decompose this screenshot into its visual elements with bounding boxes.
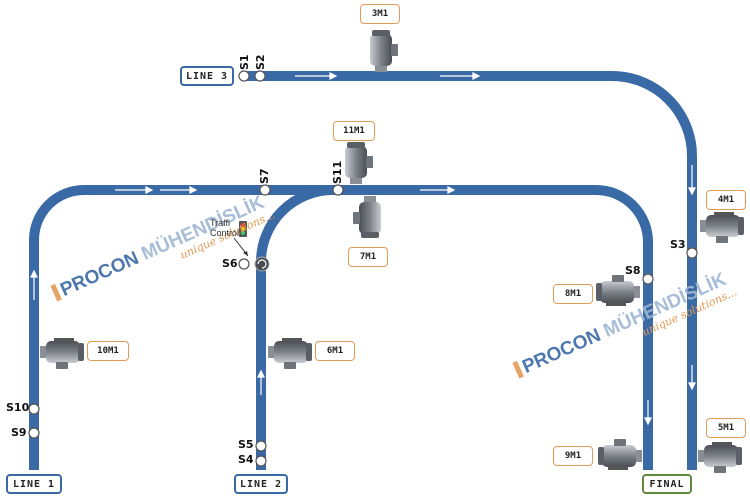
sensor-s6-icon[interactable] bbox=[238, 258, 250, 270]
sensor-s10-label: S10 bbox=[6, 401, 30, 414]
motor-icons bbox=[40, 30, 744, 473]
traffic-control-label: Traffi Control bbox=[210, 218, 239, 238]
sensor-s11-label: S11 bbox=[331, 160, 344, 184]
sensor-s7-label: S7 bbox=[258, 168, 271, 184]
motor-11m1-label[interactable]: 11M1 bbox=[333, 121, 375, 141]
line2-conveyor bbox=[256, 185, 334, 470]
arrow-icon bbox=[440, 72, 481, 80]
motor-7m1-icon bbox=[353, 196, 381, 238]
sensor-s4-icon[interactable] bbox=[255, 455, 267, 467]
sensor-s5-icon[interactable] bbox=[255, 440, 267, 452]
sensor-s6-label: S6 bbox=[222, 257, 238, 270]
sensor-s2-label: S2 bbox=[254, 54, 267, 70]
motor-5m1-label[interactable]: 5M1 bbox=[706, 418, 746, 438]
sensor-s8-icon[interactable] bbox=[642, 273, 654, 285]
arrow-icon bbox=[644, 400, 652, 426]
arrow-icon bbox=[115, 186, 154, 194]
line2-label[interactable]: LINE 2 bbox=[234, 474, 288, 494]
motor-9m1-icon bbox=[598, 439, 642, 470]
sensor-s3-label: S3 bbox=[670, 238, 686, 251]
sensors bbox=[28, 70, 698, 467]
sensor-s1-icon[interactable] bbox=[238, 70, 250, 82]
motor-6m1-icon bbox=[268, 338, 312, 369]
sensor-s10-icon[interactable] bbox=[28, 403, 40, 415]
motor-4m1-label[interactable]: 4M1 bbox=[706, 190, 746, 210]
arrow-icon bbox=[420, 186, 456, 194]
final-label[interactable]: FINAL bbox=[642, 474, 692, 494]
motor-10m1-icon bbox=[40, 338, 84, 369]
motor-8m1-label[interactable]: 8M1 bbox=[553, 284, 593, 304]
motor-5m1-icon bbox=[698, 442, 742, 473]
motor-10m1-label[interactable]: 10M1 bbox=[87, 341, 129, 361]
motor-8m1-icon bbox=[596, 275, 640, 306]
sensor-s7-icon[interactable] bbox=[259, 184, 271, 196]
diverter-icon[interactable] bbox=[254, 256, 270, 272]
motor-11m1-icon bbox=[345, 142, 373, 184]
arrow-icon bbox=[30, 269, 38, 300]
sensor-s9-label: S9 bbox=[11, 426, 27, 439]
motor-9m1-label[interactable]: 9M1 bbox=[553, 446, 593, 466]
arrow-icon bbox=[160, 186, 198, 194]
traffic-control-line1: Traffi bbox=[210, 218, 231, 228]
arrow-icon bbox=[257, 369, 265, 395]
sensor-s2-icon[interactable] bbox=[254, 70, 266, 82]
line3-conveyor bbox=[244, 71, 697, 470]
line1-conveyor bbox=[29, 185, 653, 470]
line1-label[interactable]: LINE 1 bbox=[6, 474, 62, 494]
arrow-icon bbox=[688, 165, 696, 196]
flow-arrows bbox=[30, 72, 696, 426]
sensor-s9-icon[interactable] bbox=[28, 427, 40, 439]
sensor-s4-label: S4 bbox=[238, 453, 254, 466]
motor-3m1-icon bbox=[370, 30, 398, 72]
sensor-s1-label: S1 bbox=[238, 54, 251, 70]
arrow-icon bbox=[688, 365, 696, 391]
sensor-s5-label: S5 bbox=[238, 438, 254, 451]
traffic-light-icon bbox=[233, 221, 249, 257]
arrow-icon bbox=[295, 72, 338, 80]
motor-3m1-label[interactable]: 3M1 bbox=[360, 4, 400, 24]
motor-6m1-label[interactable]: 6M1 bbox=[315, 341, 355, 361]
sensor-s11-icon[interactable] bbox=[332, 184, 344, 196]
sensor-s3-icon[interactable] bbox=[686, 247, 698, 259]
traffic-control-line2: Control bbox=[210, 228, 240, 238]
motor-4m1-icon bbox=[700, 212, 744, 243]
sensor-s8-label: S8 bbox=[625, 264, 641, 277]
motor-7m1-label[interactable]: 7M1 bbox=[348, 247, 388, 267]
line3-label[interactable]: LINE 3 bbox=[180, 66, 234, 86]
